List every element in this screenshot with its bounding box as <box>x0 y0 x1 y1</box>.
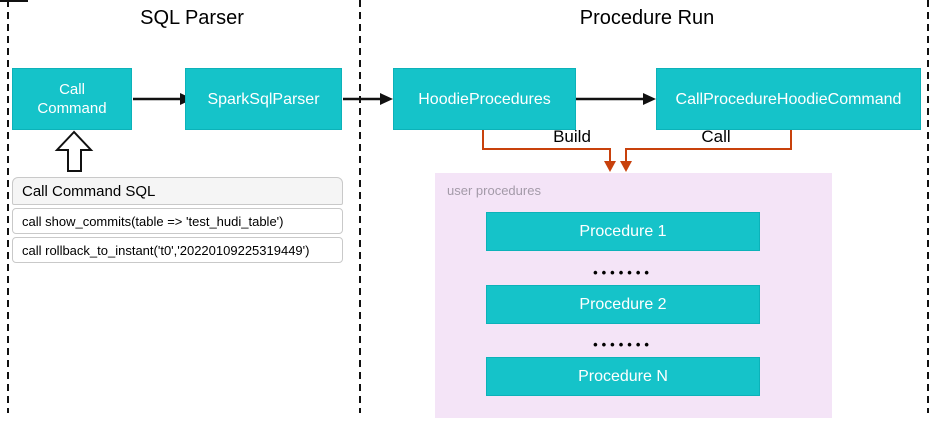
hoodieprocedures-node: HoodieProcedures <box>393 68 576 130</box>
procedure-1-node: Procedure 1 <box>486 212 760 251</box>
user-procedures-label: user procedures <box>447 183 541 198</box>
callprocedurehoodiecommand-node: CallProcedureHoodieCommand <box>656 68 921 130</box>
arrow-hoodieprocedures-to-callprocedure <box>576 93 656 105</box>
arrow-sparksqlparser-to-hoodieprocedures <box>343 93 393 105</box>
procedures-ellipsis: ••••••• <box>593 337 653 352</box>
procedure-run-section-title: Procedure Run <box>579 7 715 29</box>
sql-parser-section-title: SQL Parser <box>140 7 244 29</box>
sparksqlparser-label: SparkSqlParser <box>207 90 320 108</box>
call-command-label-line2: Command <box>37 100 107 117</box>
up-block-arrow <box>54 130 94 172</box>
sql-statement-row: call rollback_to_instant('t0','202201092… <box>12 237 343 263</box>
procedure-n-node: Procedure N <box>486 357 760 396</box>
build-connector-label: Build <box>553 127 591 146</box>
callprocedurehoodiecommand-label: CallProcedureHoodieCommand <box>675 90 902 108</box>
call-command-label-line1: Call <box>59 81 85 98</box>
arrow-callcommand-to-sparksqlparser <box>133 93 193 105</box>
user-procedures-container: user procedures Procedure 1 ••••••• Proc… <box>435 173 832 418</box>
sql-card-header: Call Command SQL <box>12 177 343 205</box>
call-connector-label: Call <box>701 127 731 146</box>
sparksqlparser-node: SparkSqlParser <box>185 68 342 130</box>
call-command-node: Call Command <box>12 68 132 130</box>
procedure-2-node: Procedure 2 <box>486 285 760 324</box>
call-command-sql-card: Call Command SQL call show_commits(table… <box>12 177 343 263</box>
hoodieprocedures-label: HoodieProcedures <box>418 90 551 108</box>
sql-statement-row: call show_commits(table => 'test_hudi_ta… <box>12 208 343 234</box>
procedures-ellipsis: ••••••• <box>593 265 653 280</box>
